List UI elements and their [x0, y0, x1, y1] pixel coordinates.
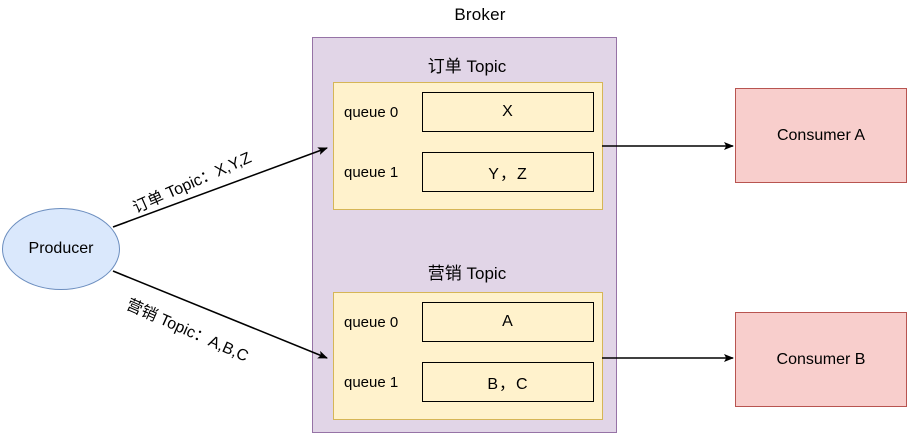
- edge-label-marketing-topic: 营销 Topic：A,B,C: [123, 296, 251, 366]
- queue-label-marketing-1: queue 1: [344, 373, 399, 391]
- broker-title: Broker: [454, 5, 506, 24]
- consumer-b-node: Consumer B: [735, 312, 907, 407]
- topic-box-marketing: queue 0 A queue 1 B，C: [333, 292, 603, 420]
- queue-row-marketing-1: queue 1 B，C: [344, 362, 594, 402]
- queue-label-order-0: queue 0: [344, 103, 399, 121]
- topic-title-order: 订单 Topic: [427, 57, 507, 76]
- queue-label-order-1: queue 1: [344, 163, 399, 181]
- queue-row-order-1: queue 1 Y，Z: [344, 152, 594, 192]
- queue-messages-order-0: X: [422, 92, 594, 132]
- topic-title-marketing: 营销 Topic: [427, 264, 507, 283]
- topic-box-order: queue 0 X queue 1 Y，Z: [333, 82, 603, 210]
- queue-row-marketing-0: queue 0 A: [344, 302, 594, 342]
- queue-messages-order-1: Y，Z: [422, 152, 594, 192]
- consumer-a-node: Consumer A: [735, 88, 907, 183]
- edge-label-order-topic: 订单 Topic：X,Y,Z: [130, 149, 255, 218]
- queue-row-order-0: queue 0 X: [344, 92, 594, 132]
- queue-label-marketing-0: queue 0: [344, 313, 399, 331]
- queue-messages-marketing-0: A: [422, 302, 594, 342]
- producer-node: Producer: [2, 208, 120, 290]
- queue-messages-marketing-1: B，C: [422, 362, 594, 402]
